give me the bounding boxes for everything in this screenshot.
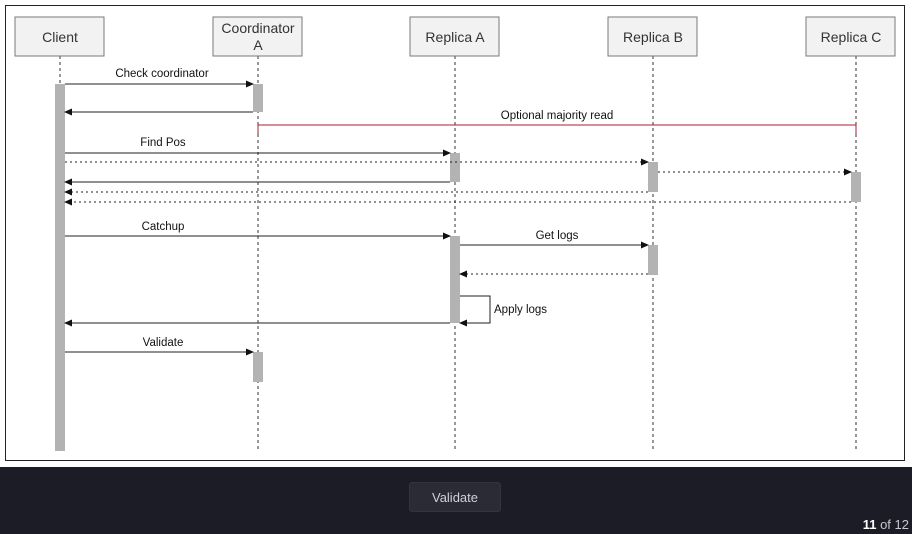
diagram-frame <box>5 5 905 461</box>
page-of-label: of <box>880 517 891 532</box>
actor-replica-b: Replica B <box>607 16 698 57</box>
optional-majority-read-line <box>257 124 857 134</box>
apply-logs-self-arrow <box>459 295 491 327</box>
replica-c-activation-1 <box>851 172 861 202</box>
coordinator-activation-2 <box>253 352 263 382</box>
replica-a-activation-1 <box>450 153 460 182</box>
actor-coordinator-label-line2: A <box>253 37 263 53</box>
actor-client-label: Client <box>42 29 78 45</box>
actor-replica-a: Replica A <box>409 16 500 57</box>
page-counter: 11 of 12 <box>863 517 909 532</box>
catchup-label: Catchup <box>142 221 185 233</box>
client-activation <box>55 84 65 451</box>
actor-replica-a-label: Replica A <box>425 29 485 45</box>
validate-button[interactable]: Validate <box>409 482 501 512</box>
apply-logs-label: Apply logs <box>494 304 547 316</box>
replica-b-activation-2 <box>648 245 658 275</box>
coordinator-activation-1 <box>253 84 263 112</box>
page-current: 11 <box>862 517 877 532</box>
actor-client: Client <box>14 16 105 57</box>
replica-a-activation-2 <box>450 236 460 323</box>
get-logs-label: Get logs <box>536 230 579 242</box>
page-total: 12 <box>894 517 909 532</box>
replica-b-activation-1 <box>648 162 658 192</box>
actor-replica-c: Replica C <box>805 16 896 57</box>
find-pos-label: Find Pos <box>140 137 186 149</box>
actor-replica-b-label: Replica B <box>623 29 683 45</box>
actor-coordinator-a: Coordinator A <box>212 16 303 57</box>
actor-coordinator-label-line1: Coordinator <box>221 20 294 36</box>
check-coordinator-label: Check coordinator <box>115 68 208 80</box>
actor-replica-c-label: Replica C <box>821 29 882 45</box>
optional-majority-read-label: Optional majority read <box>501 110 614 122</box>
sequence-diagram: Client Coordinator A Replica A Replica B… <box>14 16 896 452</box>
slide-canvas: Client Coordinator A Replica A Replica B… <box>0 0 912 467</box>
validate-label: Validate <box>143 337 184 349</box>
bottom-bar: Validate 11 of 12 <box>0 467 912 534</box>
